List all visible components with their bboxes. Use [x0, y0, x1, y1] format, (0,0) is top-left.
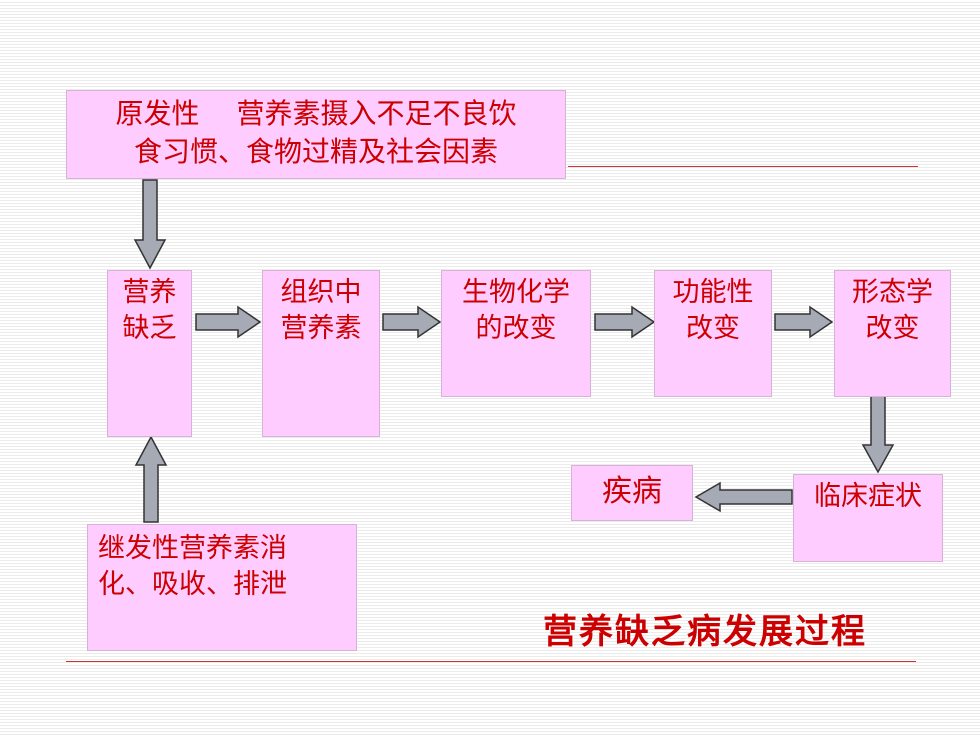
top-rule: [568, 166, 918, 167]
secondary-cause-line1: 继发性营养素消: [98, 533, 287, 564]
morphological-change-line1: 形态学: [852, 277, 933, 308]
clinical-symptoms-box: 临床症状: [793, 474, 943, 562]
clinical-symptoms-label: 临床症状: [814, 481, 922, 512]
deficiency-box: 营养 缺乏: [107, 270, 192, 437]
disease-box: 疾病: [571, 465, 693, 521]
tissue-nutrient-line2: 营养素: [280, 313, 362, 344]
deficiency-line1: 营养: [122, 277, 177, 308]
morphological-change-box: 形态学 改变: [834, 270, 951, 397]
tissue-nutrient-line1: 组织中: [280, 277, 362, 308]
arrow-tissue-to-biochem: [382, 305, 442, 339]
secondary-cause-box: 继发性营养素消 化、吸收、排泄: [87, 524, 357, 651]
arrow-secondary-to-deficiency: [134, 435, 168, 523]
functional-change-line2: 改变: [686, 313, 740, 344]
disease-label: 疾病: [602, 474, 662, 509]
diagram-title: 营养缺乏病发展过程: [543, 612, 867, 652]
tissue-nutrient-box: 组织中 营养素: [262, 270, 380, 437]
secondary-cause-line2: 化、吸收、排泄: [98, 569, 287, 600]
arrow-function-to-morphology: [774, 305, 834, 339]
primary-cause-line2: 食习惯、食物过精及社会因素: [133, 135, 498, 168]
morphological-change-line2: 改变: [865, 313, 920, 344]
biochemical-change-line1: 生物化学: [462, 277, 570, 308]
bottom-rule: [66, 661, 916, 662]
primary-cause-box: 原发性 营养素摄入不足不良饮 食习惯、食物过精及社会因素: [66, 90, 566, 179]
arrow-deficiency-to-tissue: [195, 305, 262, 339]
functional-change-box: 功能性 改变: [654, 270, 772, 397]
biochemical-change-box: 生物化学 的改变: [441, 270, 591, 397]
functional-change-line1: 功能性: [672, 277, 754, 308]
primary-cause-line1: 原发性 营养素摄入不足不良饮: [115, 97, 517, 130]
arrow-biochem-to-function: [594, 305, 656, 339]
deficiency-line2: 缺乏: [122, 313, 177, 344]
arrow-primary-to-deficiency: [133, 179, 167, 270]
arrow-clinical-to-disease: [694, 481, 793, 513]
biochemical-change-line2: 的改变: [475, 313, 557, 344]
